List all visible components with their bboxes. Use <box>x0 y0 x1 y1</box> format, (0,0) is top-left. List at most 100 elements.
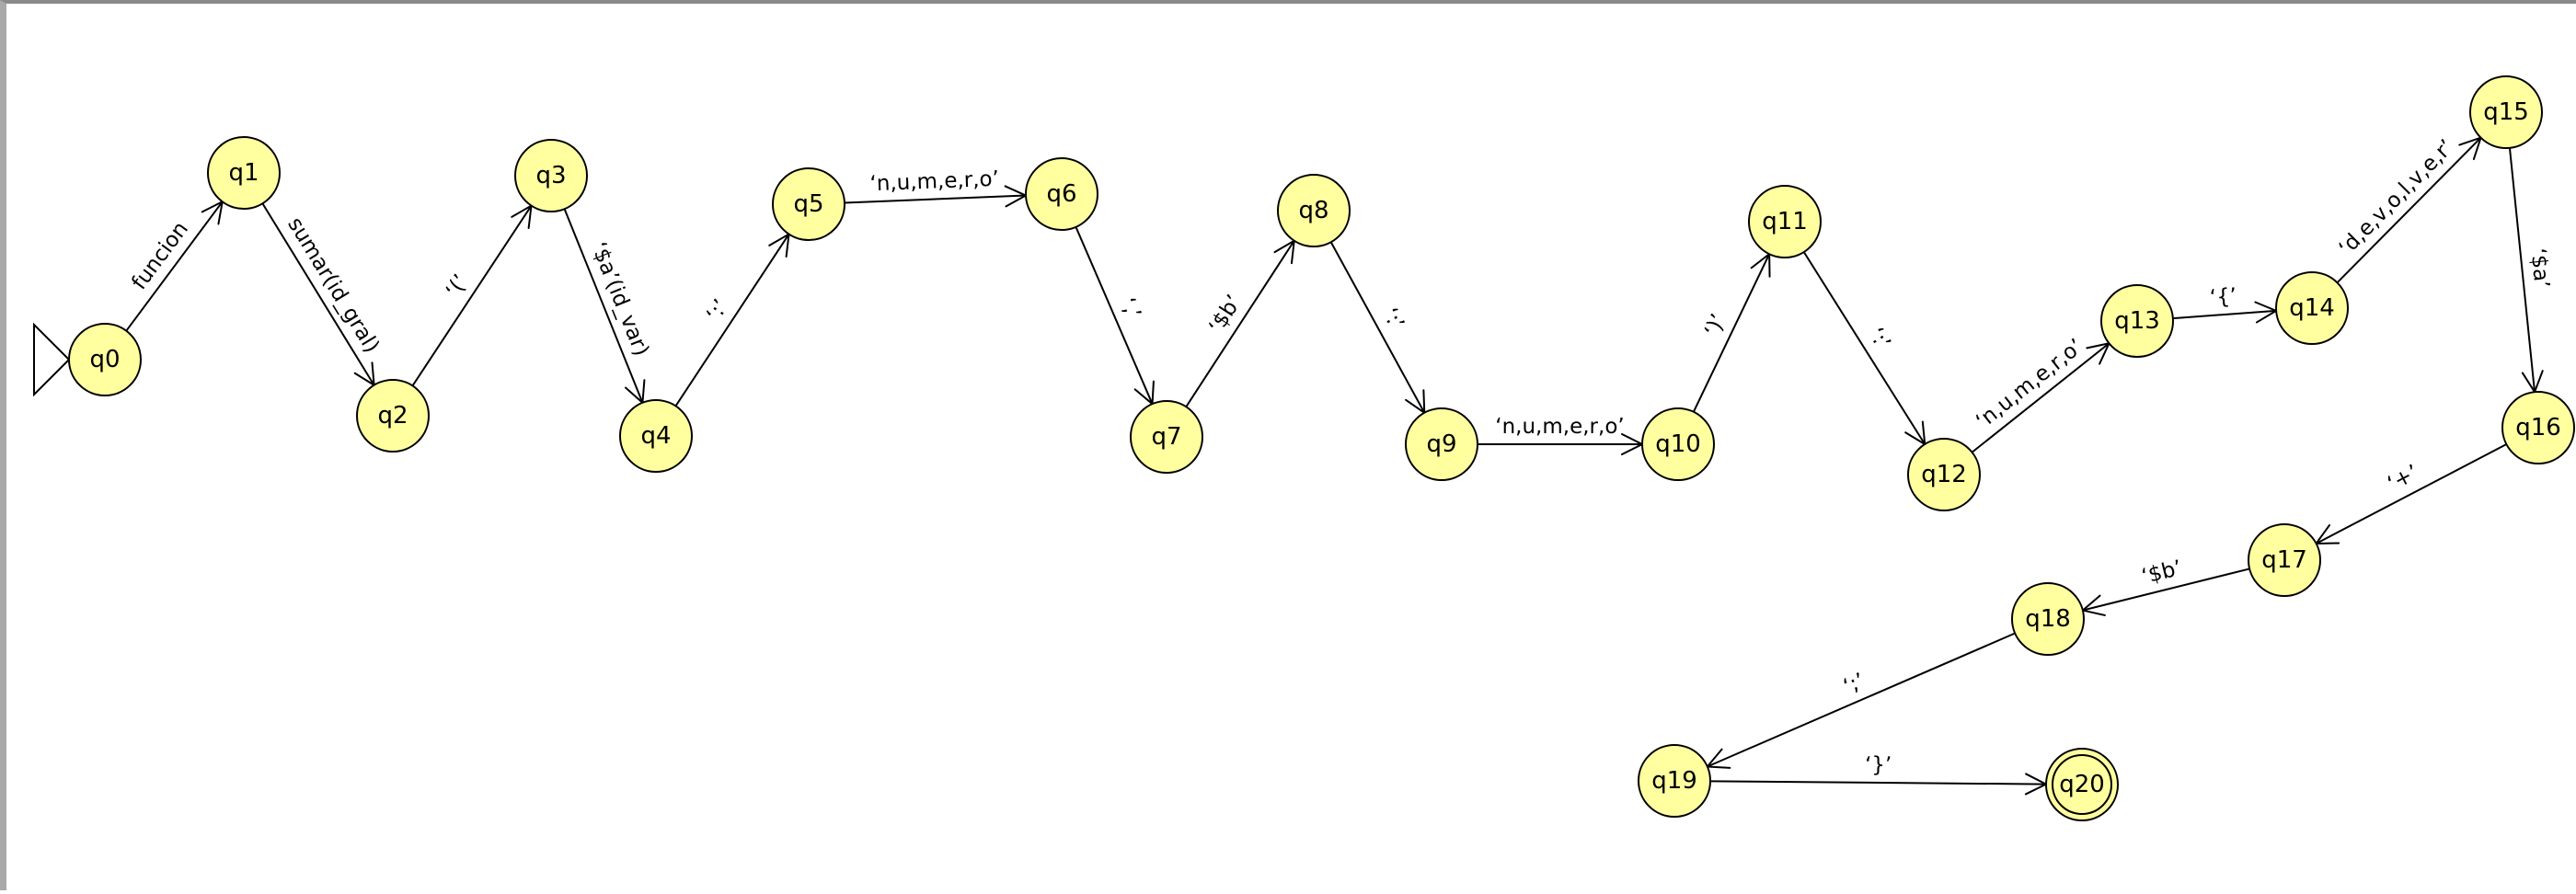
state-q16: q16 <box>2501 391 2575 464</box>
state-q3: q3 <box>514 139 588 212</box>
state-label: q14 <box>2289 294 2335 322</box>
transition-line <box>1802 251 1926 445</box>
transition-label: ‘n,u,m,e,r,o’ <box>869 167 999 197</box>
state-label: q10 <box>1655 430 1701 458</box>
transition-q4-q5: ‘:’ <box>674 233 790 407</box>
transition-line <box>2508 147 2536 393</box>
transition-q5-q6: ‘n,u,m,e,r,o’ <box>844 167 1028 208</box>
state-q10: q10 <box>1641 407 1715 481</box>
state-q1: q1 <box>207 136 281 210</box>
transition-label: ‘,’ <box>1115 294 1145 322</box>
transition-label: ‘;’ <box>1840 669 1869 699</box>
state-q5: q5 <box>772 167 845 241</box>
transition-q0-q1: funcion <box>125 201 224 332</box>
state-circle <box>207 136 281 210</box>
state-circle <box>514 139 588 212</box>
transition-label: ‘}’ <box>1865 753 1892 777</box>
transition-label: ‘)’ <box>1700 311 1731 341</box>
state-q6: q6 <box>1025 157 1098 231</box>
transition-label: ‘:’ <box>1377 304 1409 334</box>
state-label: q19 <box>1651 767 1697 795</box>
state-q15: q15 <box>2469 75 2543 149</box>
transition-label: ‘(’ <box>442 270 474 302</box>
state-q9: q9 <box>1405 407 1478 481</box>
state-label: q3 <box>535 162 566 189</box>
state-label: q15 <box>2483 98 2529 126</box>
transition-line <box>1707 632 2016 768</box>
transition-q6-q7: ‘,’ <box>1075 226 1155 406</box>
state-label: q13 <box>2114 307 2160 335</box>
transition-q2-q3: ‘(’ <box>411 204 533 386</box>
state-circle <box>2100 284 2174 358</box>
state-circle <box>1907 438 1981 511</box>
transition-q3-q4: ‘$a’(id_var) <box>563 208 653 404</box>
state-circle <box>1130 400 1203 474</box>
state-q7: q7 <box>1130 400 1203 474</box>
transition-label: sumar(id_gral) <box>282 213 384 357</box>
state-label: q0 <box>89 346 120 373</box>
transition-label: ‘$a’(id_var) <box>586 239 653 360</box>
state-q4: q4 <box>619 399 693 473</box>
transition-q13-q14: ‘{’ <box>2172 284 2278 324</box>
state-q19: q19 <box>1638 744 1711 818</box>
state-circle <box>1638 744 1711 818</box>
state-q2: q2 <box>356 379 430 453</box>
transition-label: ‘$b’ <box>2139 556 2184 590</box>
state-circle <box>1277 174 1351 247</box>
transition-line <box>411 205 533 386</box>
transition-label: ‘$a’ <box>2525 247 2553 290</box>
state-label: q6 <box>1046 180 1076 208</box>
transition-q15-q16: ‘$a’ <box>2508 147 2554 394</box>
state-circle <box>1405 407 1478 481</box>
transition-label: ‘d,e,v,o,l,v,e,r’ <box>2334 135 2458 260</box>
transition-q1-q2: sumar(id_gral) <box>261 202 384 386</box>
transition-label: ‘{’ <box>2209 284 2237 310</box>
transition-label: ‘$b’ <box>1204 291 1247 338</box>
state-q12: q12 <box>1907 438 1981 511</box>
transition-q17-q18: ‘$b’ <box>2081 556 2250 616</box>
transition-line <box>1329 241 1426 414</box>
transition-line <box>563 208 644 404</box>
state-label: q11 <box>1762 208 1808 235</box>
transition-line <box>125 201 224 332</box>
state-label: q12 <box>1921 461 1967 488</box>
transition-line <box>844 194 1027 204</box>
state-q11: q11 <box>1748 185 1822 258</box>
state-label: q8 <box>1298 197 1328 224</box>
state-label: q20 <box>2059 771 2105 798</box>
states-layer: q0 q1 q2 q3 q4 q5 q6 q7 q8 q9 q10 q11 q12 q13 q14 q15 q1… <box>68 75 2575 821</box>
state-label: q1 <box>228 159 259 187</box>
state-circle <box>772 167 845 241</box>
state-q18: q18 <box>2011 582 2085 656</box>
state-circle <box>2469 75 2543 149</box>
state-q13: q13 <box>2100 284 2174 358</box>
accept-ring <box>2052 754 2112 815</box>
transition-line <box>1692 253 1771 413</box>
state-label: q18 <box>2025 605 2071 633</box>
state-circle <box>1748 185 1822 258</box>
transition-q16-q17: ‘+’ <box>2315 443 2507 544</box>
state-circle <box>2248 523 2321 597</box>
state-label: q16 <box>2515 414 2561 441</box>
state-label: q17 <box>2261 546 2307 574</box>
transition-line <box>2316 443 2507 544</box>
transition-q7-q8: ‘$b’ <box>1185 239 1295 407</box>
state-label: q5 <box>793 190 823 218</box>
transition-q18-q19: ‘;’ <box>1706 632 2016 769</box>
state-circle <box>1025 157 1098 231</box>
transition-line <box>674 234 790 407</box>
start-arrow-icon <box>33 322 71 397</box>
automaton-diagram: funcion sumar(id_gral) ‘(’ ‘$a’(id_var) ‘:’ ‘… <box>33 75 2575 821</box>
transition-label: ‘:’ <box>702 295 733 326</box>
transition-line <box>1075 226 1154 405</box>
state-circle <box>619 399 693 473</box>
transition-q10-q11: ‘)’ <box>1692 253 1771 413</box>
state-q20: q20 <box>2045 748 2119 821</box>
transition-line <box>1971 342 2110 453</box>
state-circle <box>356 379 430 453</box>
state-label: q9 <box>1426 430 1456 458</box>
state-q8: q8 <box>1277 174 1351 247</box>
state-circle <box>2501 391 2575 464</box>
transition-q12-q13: ‘n,u,m,e,r,o’ <box>1971 335 2110 453</box>
